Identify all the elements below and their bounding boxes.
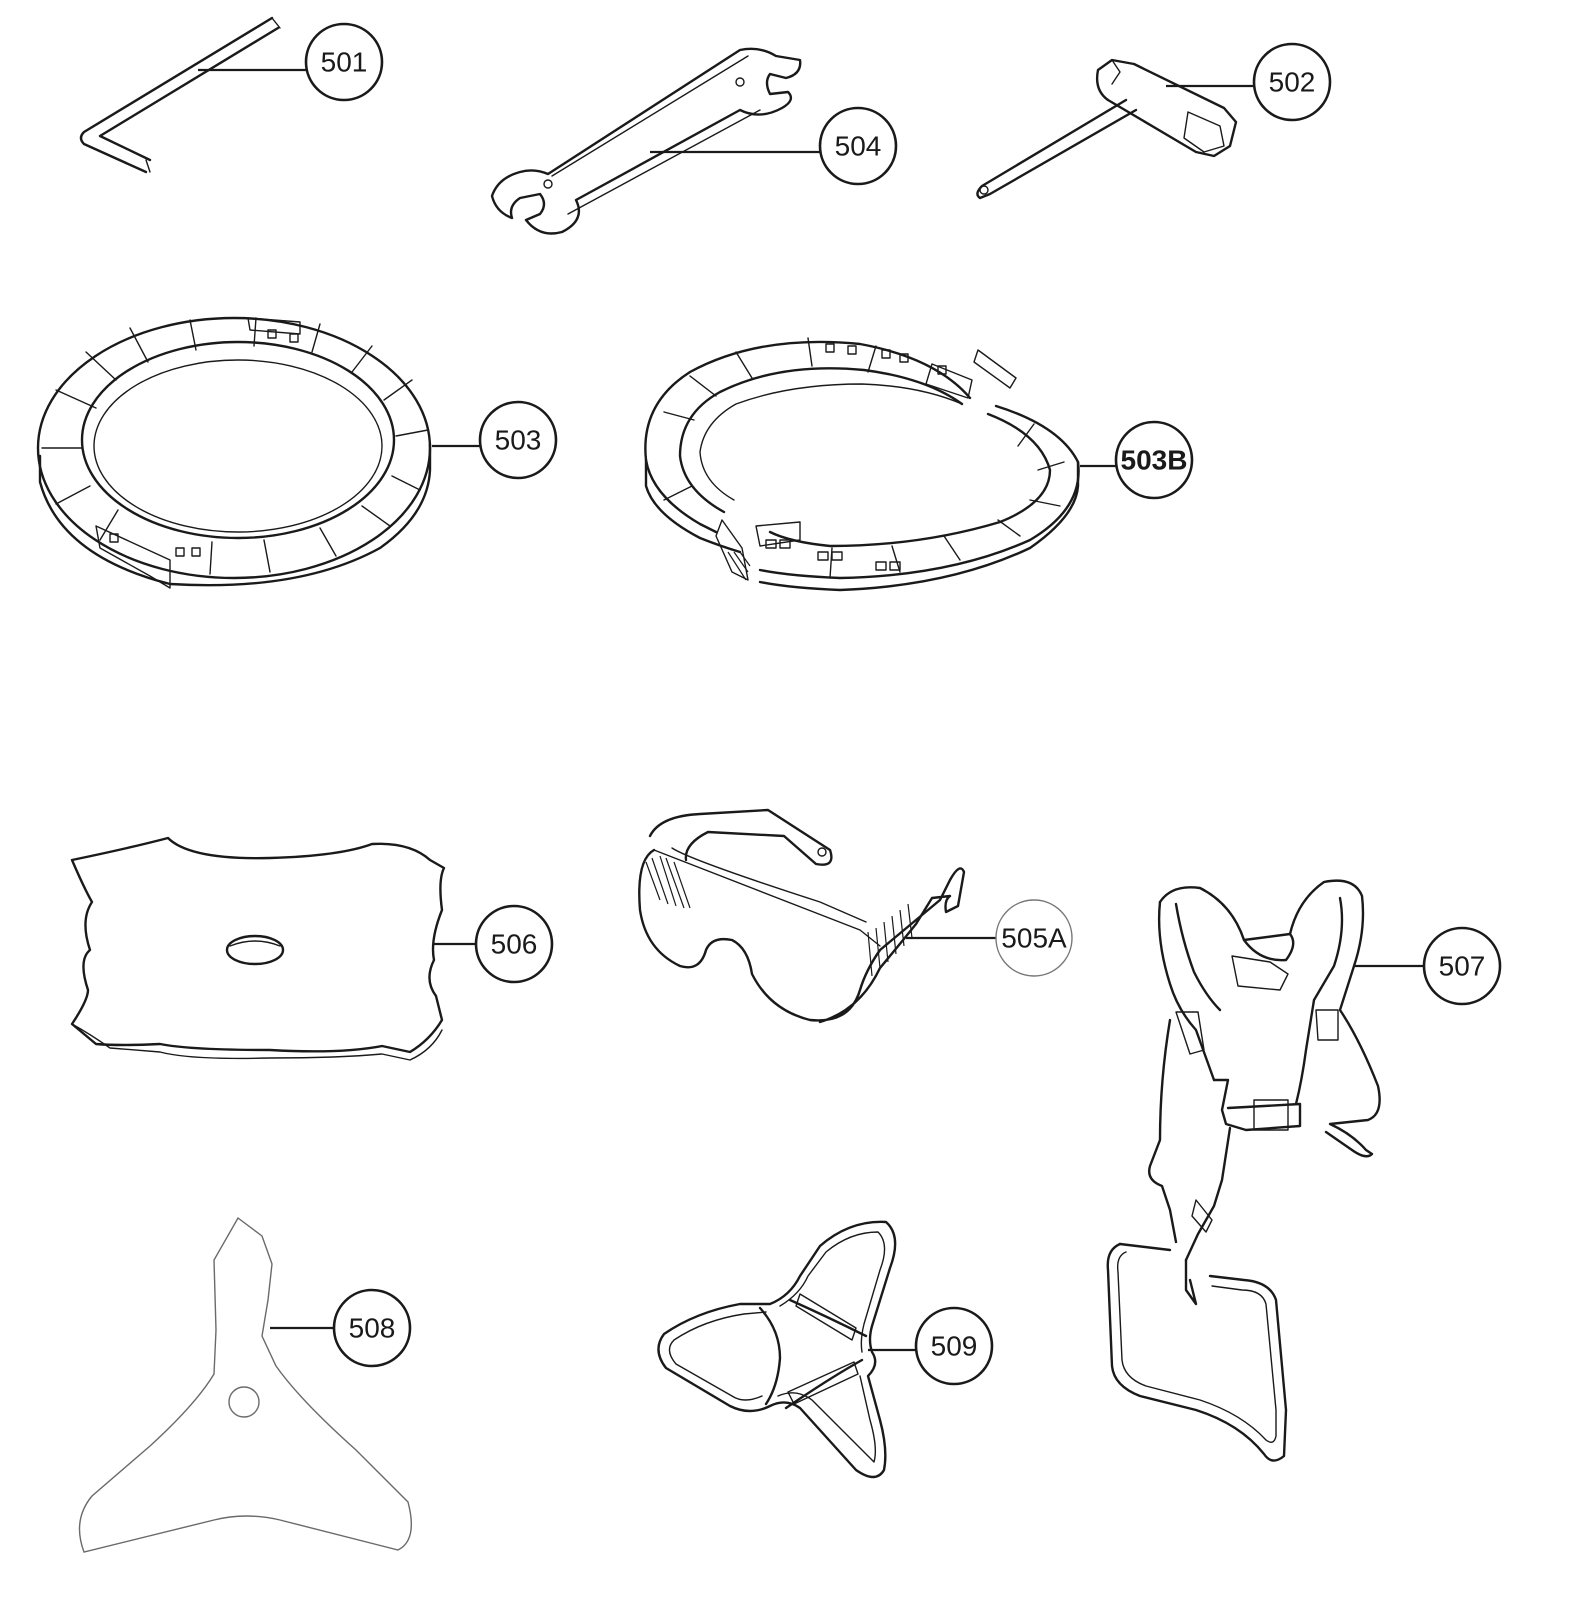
callout-label-505A: 505A (1001, 923, 1067, 954)
callout-label-502: 502 (1269, 67, 1316, 98)
blade-guard-drawing (657, 1220, 897, 1479)
callout-label-501: 501 (321, 47, 368, 78)
plug-spanner-drawing (976, 58, 1238, 200)
four-tooth-blade-drawing (70, 836, 446, 1061)
callout-label-503B: 503B (1121, 445, 1188, 476)
callout-label-508: 508 (349, 1313, 396, 1344)
safety-glasses-drawing (638, 808, 966, 1024)
callout-508: 508 (270, 1288, 412, 1368)
callout-label-509: 509 (931, 1331, 978, 1362)
callout-504: 504 (650, 106, 898, 186)
callout-label-506: 506 (491, 929, 538, 960)
callout-509: 509 (868, 1306, 994, 1386)
callout-501: 501 (198, 22, 384, 102)
hex-key-drawing (79, 16, 281, 174)
callout-506: 506 (434, 904, 554, 984)
callout-507: 507 (1354, 926, 1502, 1006)
callout-label-504: 504 (835, 131, 882, 162)
callout-label-507: 507 (1439, 951, 1486, 982)
callout-503B: 503B (1080, 420, 1194, 500)
guard-ring-drawing (36, 316, 432, 589)
harness-drawing (1106, 879, 1381, 1462)
three-tooth-blade-drawing (78, 1216, 412, 1553)
split-guard-ring-drawing (644, 337, 1080, 592)
callout-503: 503 (432, 400, 558, 480)
spanner-drawing (490, 47, 802, 235)
callout-502: 502 (1166, 42, 1332, 122)
callout-505A: 505A (906, 899, 1073, 977)
callout-label-503: 503 (495, 425, 542, 456)
